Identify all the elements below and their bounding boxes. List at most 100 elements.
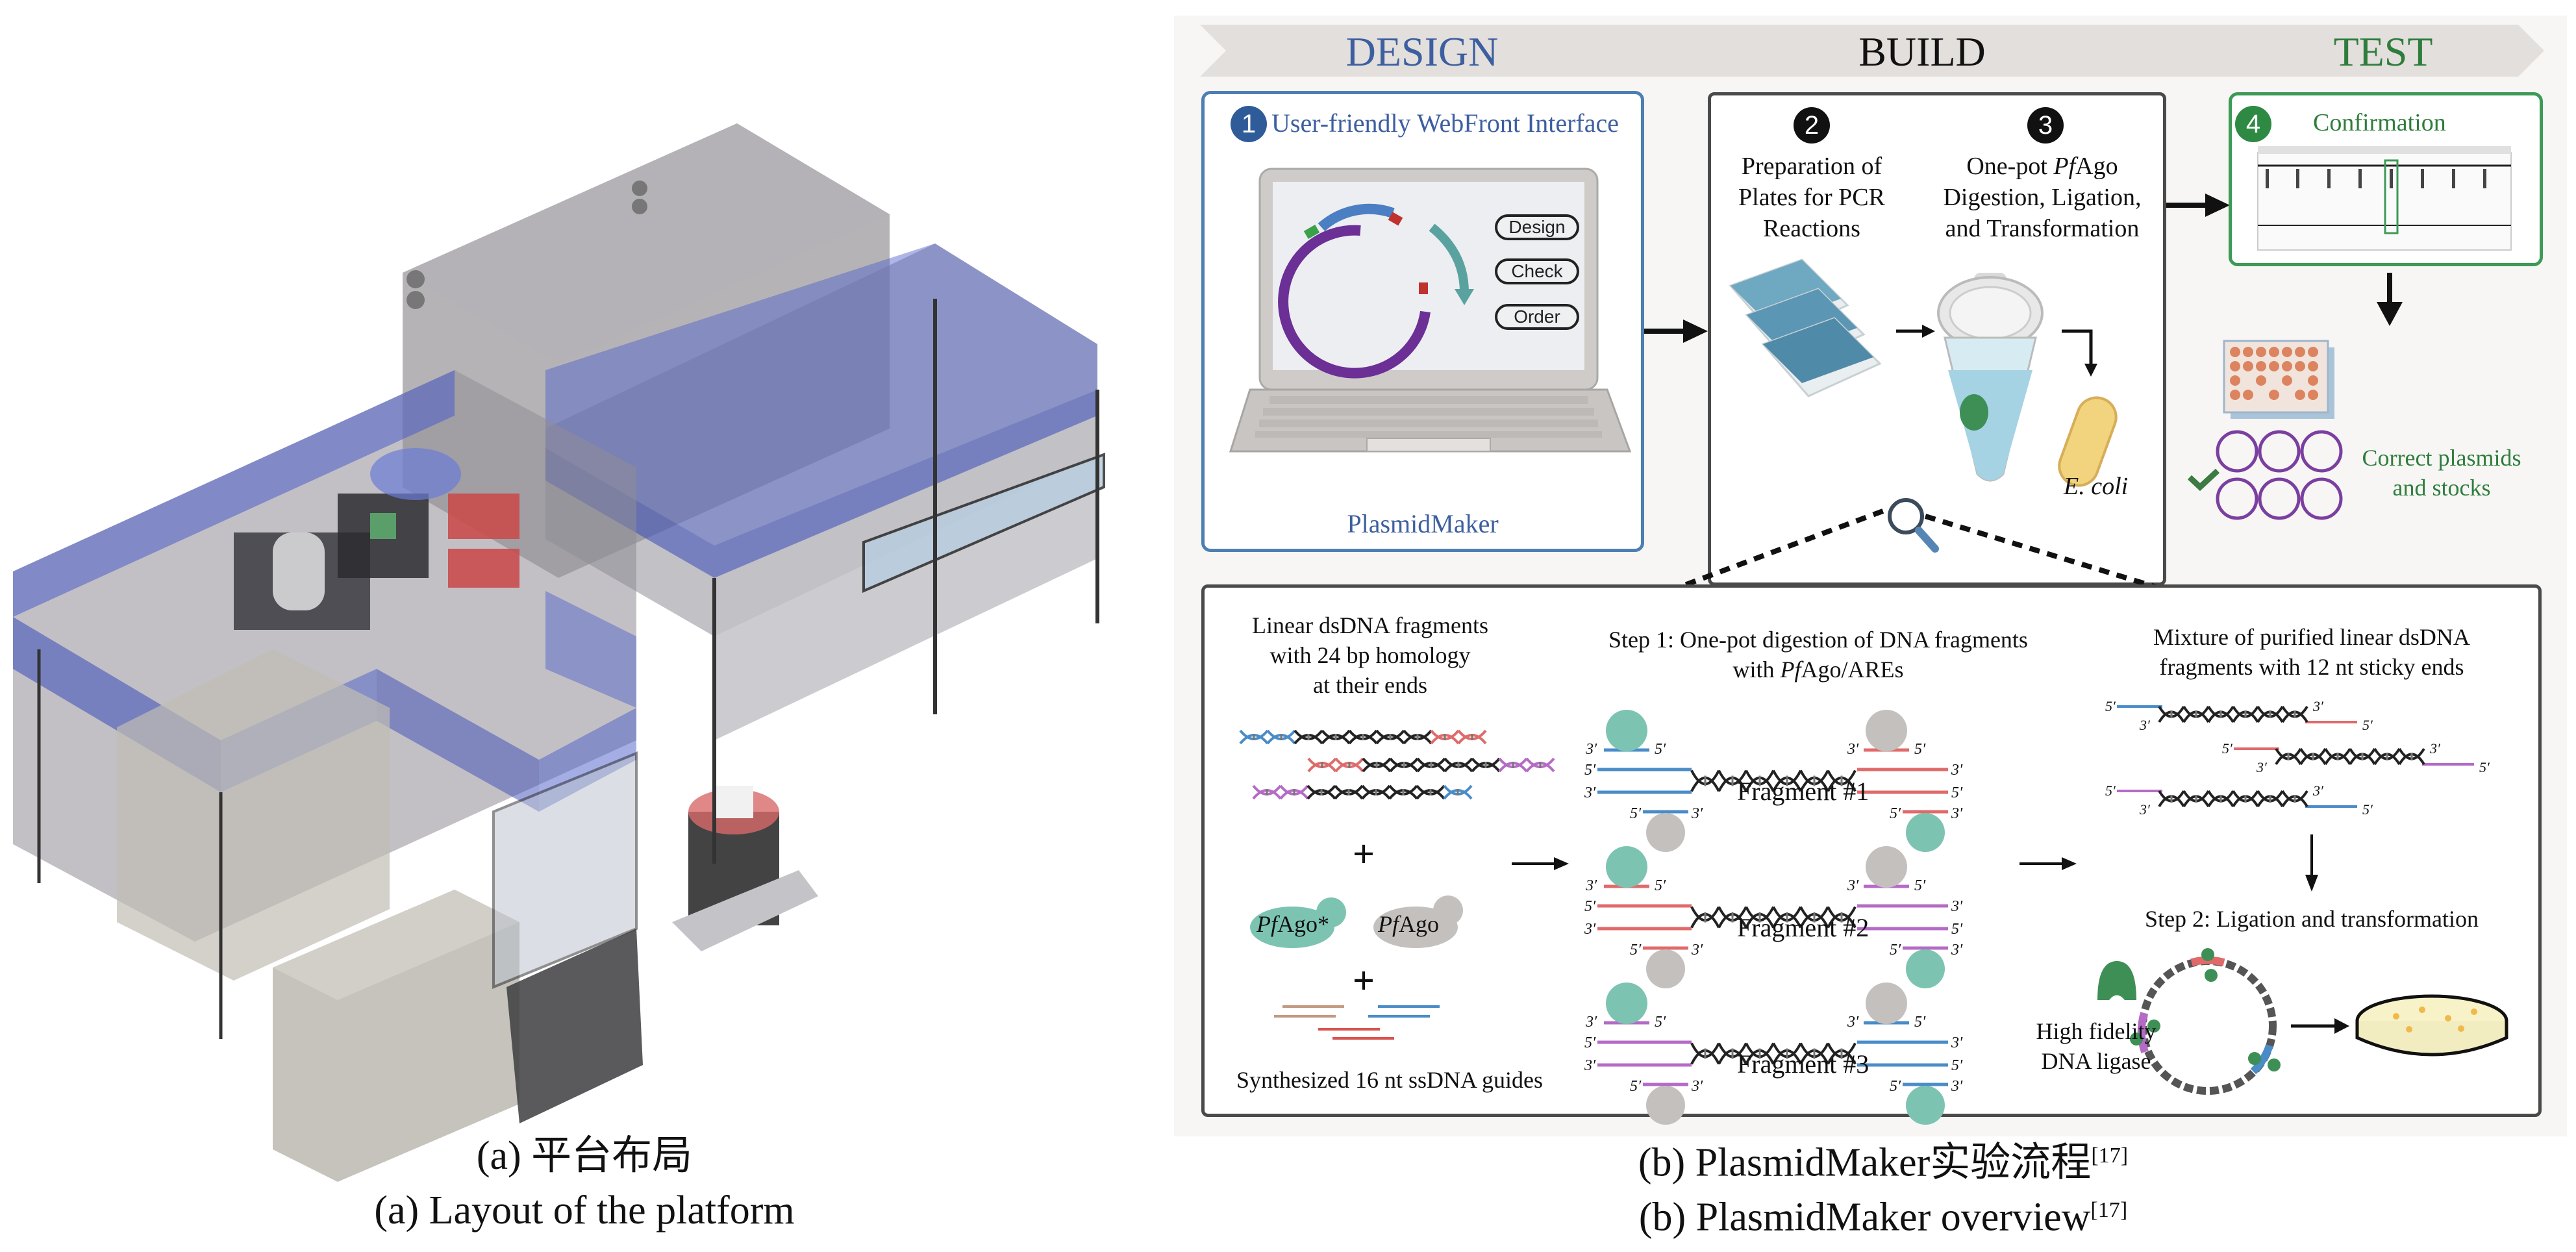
pfago-protein	[1866, 983, 1907, 1024]
end-label: 3′	[2139, 717, 2151, 733]
plasmid-stocks-illustration	[2187, 340, 2343, 520]
ligase-label-line: High fidelity	[2036, 1018, 2157, 1044]
text: Ago	[1399, 911, 1439, 937]
ligation-illustration	[2097, 948, 2508, 1095]
end-label: 5′	[1655, 1014, 1666, 1031]
laptop-check-button[interactable]: Check	[1495, 258, 1579, 284]
caption-text: (b) PlasmidMaker overview	[1638, 1195, 2091, 1240]
ecoli-label: E. coli	[2064, 473, 2129, 500]
inputs-title: Linear dsDNA fragments with 24 bp homolo…	[1208, 610, 1532, 700]
end-label: 5′	[1890, 805, 1901, 822]
build-illustrations	[1729, 258, 2118, 487]
ligase-icon	[2097, 961, 2136, 1000]
blue-enclosure-left	[13, 370, 455, 617]
pfago-star-protein	[1906, 949, 1945, 988]
end-label: 5′	[2105, 782, 2116, 799]
pfago-star-protein	[1606, 846, 1647, 888]
phase-test-label: TEST	[2333, 29, 2433, 75]
step2-ligation-title: Step 2: Ligation and transformation	[2145, 906, 2479, 932]
end-label: 5′	[2222, 740, 2233, 757]
end-label: 3′	[1847, 1014, 1859, 1031]
end-label: 3′	[1584, 1057, 1596, 1074]
end-label: 3′	[1691, 942, 1703, 958]
end-label: 3′	[2139, 801, 2151, 818]
end-label: 5′	[1914, 877, 1926, 894]
step4-title: Confirmation	[2313, 109, 2446, 136]
step3-title-line: Digestion, Ligation,	[1943, 184, 2142, 211]
gel-electrophoresis-image	[2257, 146, 2512, 251]
inputs-title-line: with 24 bp homology	[1269, 642, 1471, 668]
fragment-2-label: Fragment #2	[1737, 913, 1869, 942]
arrow-build-to-test	[2166, 194, 2230, 217]
citation: [17]	[2091, 1144, 2129, 1168]
text: Ago/AREs	[1801, 657, 1904, 682]
fragment-3-label: Fragment #3	[1737, 1049, 1869, 1079]
ssdna-guides	[1274, 1005, 1440, 1040]
mechanism-detail-box	[1201, 584, 2542, 1117]
step1-title-line: with PfAgo/AREs	[1558, 655, 2078, 684]
laptop-order-button[interactable]: Order	[1495, 304, 1579, 330]
pfago-protein	[1866, 846, 1907, 888]
end-label: 5′	[1951, 921, 1963, 938]
phase-build-label: BUILD	[1858, 29, 1986, 75]
laptop-design-button[interactable]: Design	[1495, 214, 1579, 240]
end-label: 3′	[1585, 741, 1597, 758]
step1-title-line: Step 1: One-pot digestion of DNA fragmen…	[1608, 627, 2028, 653]
end-label: 5′	[1630, 1078, 1642, 1095]
end-label: 5′	[2105, 698, 2116, 714]
window-panel	[862, 453, 1105, 594]
pfago-star-blob	[1250, 907, 1334, 948]
pfago-proteins	[1250, 895, 1463, 948]
pfago-star-label: PfAgo*	[1257, 909, 1329, 939]
pfago-star-protein	[1606, 983, 1647, 1024]
arrow-inputs-to-step1	[1512, 857, 1569, 870]
pf-italic: Pf	[2053, 153, 2076, 180]
input-dsdna-fragments	[1239, 729, 1555, 800]
end-label: 3′	[1951, 762, 1963, 779]
end-label: 5′	[1584, 762, 1596, 779]
end-label: 5′	[1630, 805, 1642, 822]
mixture-title-line: fragments with 12 nt sticky ends	[2159, 654, 2464, 680]
end-label: 3′	[2429, 740, 2441, 757]
result-line: and stocks	[2392, 475, 2491, 501]
magnifier-icon	[1888, 498, 1924, 534]
sticky-end-fragments: 5′3′3′5′5′3′3′5′5′3′3′5′	[2105, 698, 2490, 818]
pfago-protein	[1646, 1086, 1685, 1125]
step3-title-line: One-pot PfAgo	[1925, 151, 2159, 182]
inputs-title-line: Linear dsDNA fragments	[1252, 612, 1488, 638]
end-label: 3′	[1951, 805, 1963, 822]
end-label: 5′	[1890, 1078, 1901, 1095]
end-label: 3′	[1585, 1014, 1597, 1031]
arrow-mixture-to-step2	[2305, 834, 2318, 892]
end-label: 3′	[2312, 782, 2324, 799]
end-label: 3′	[1951, 942, 1963, 958]
step3-title-line: and Transformation	[1945, 215, 2140, 242]
end-label: 5′	[2362, 717, 2373, 733]
end-label: 5′	[1951, 1057, 1963, 1074]
checkmark-icon	[2187, 468, 2220, 492]
fragment-1-label: Fragment #1	[1737, 777, 1869, 806]
end-label: 3′	[1691, 805, 1703, 822]
ligase-label-line: DNA ligase	[2041, 1048, 2151, 1074]
end-label: 5′	[1630, 942, 1642, 958]
digestion-fragments: 3′ 5′ 3′ 5′ 5′ 3′ 3′ 5′ 3′ 5′ 5′ 3′ 3′ 5′ 3′ 5′ 5′ 3′ 3′ 5′…	[1584, 710, 1963, 1125]
phase-design-label: DESIGN	[1345, 29, 1499, 75]
step4-number-badge: 4	[2235, 106, 2271, 142]
step2-title-line: Plates for PCR	[1738, 184, 1885, 211]
plasmid-circles	[2216, 430, 2343, 520]
ligase-label: High fidelity DNA ligase	[2025, 1016, 2168, 1076]
end-label: 3′	[1951, 1034, 1963, 1051]
inputs-title-line: at their ends	[1313, 672, 1427, 698]
arrow-test-down	[2377, 273, 2403, 326]
pfago-star-protein	[1906, 1086, 1945, 1125]
end-label: 5′	[1914, 741, 1926, 758]
text: Ago	[2075, 153, 2118, 180]
text: Ago*	[1277, 911, 1329, 937]
mixture-title-line: Mixture of purified linear dsDNA	[2153, 624, 2470, 650]
mixture-title: Mixture of purified linear dsDNA fragmen…	[2091, 622, 2532, 682]
text: with	[1732, 657, 1781, 682]
step2-title-line: Preparation of	[1741, 153, 1882, 180]
blue-enclosure-right	[545, 244, 1097, 545]
end-label: 5′	[1914, 1014, 1926, 1031]
end-label: 3′	[1951, 1078, 1963, 1095]
